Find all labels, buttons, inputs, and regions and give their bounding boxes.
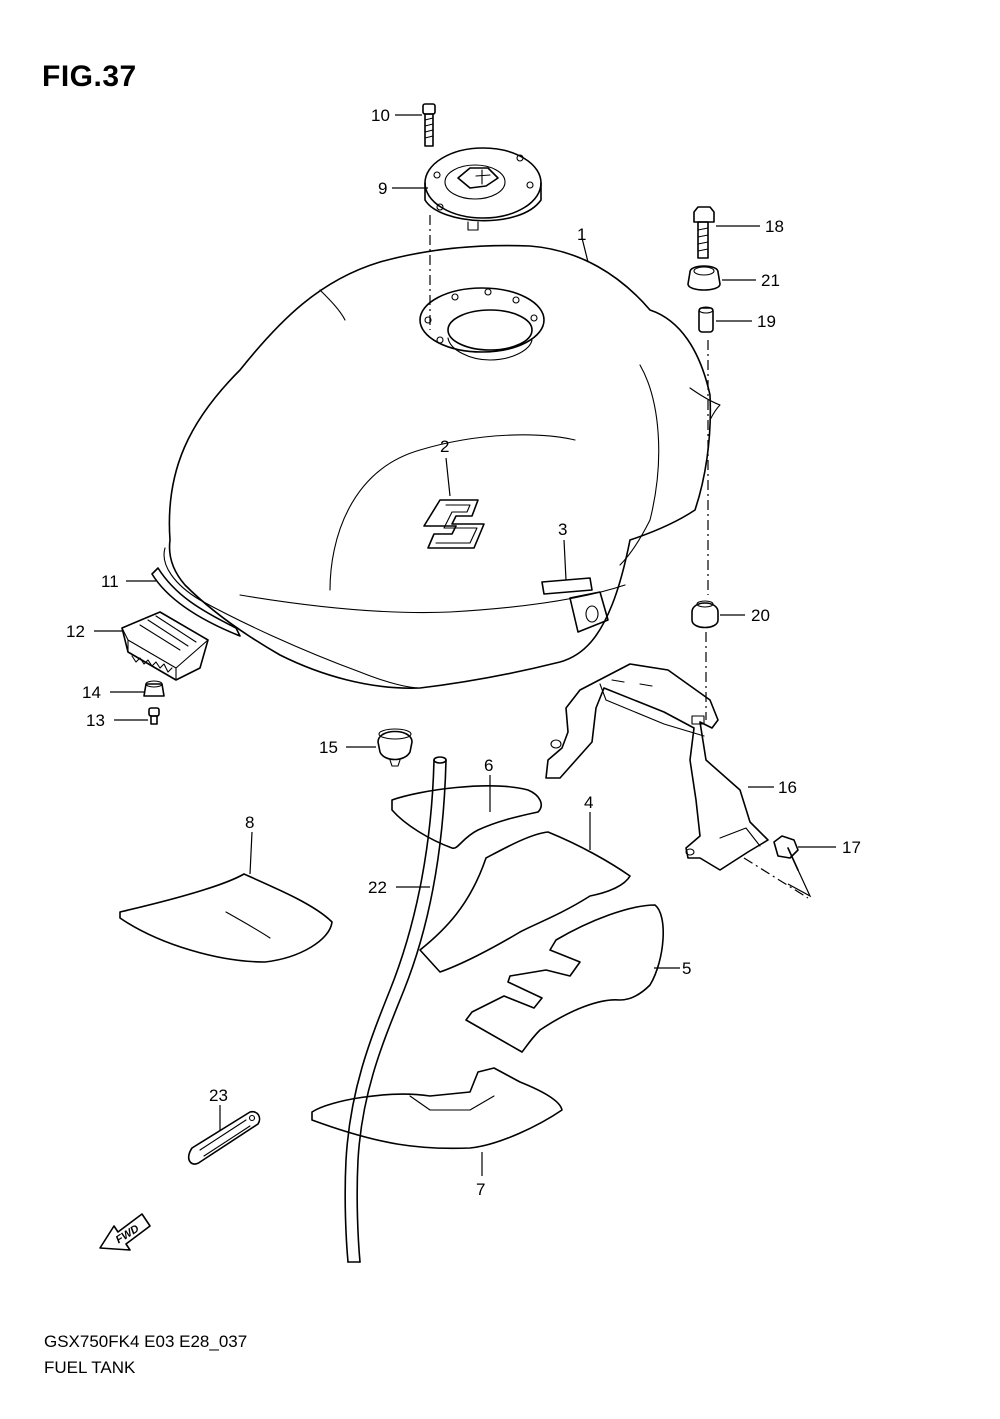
part-14-washer-nut[interactable] <box>143 680 165 697</box>
diagram-name: FUEL TANK <box>44 1358 136 1377</box>
part-6-pad[interactable] <box>391 785 542 849</box>
part-label-13: 13 <box>86 711 105 730</box>
part-21-cushion[interactable] <box>687 265 721 291</box>
part-8-pad[interactable] <box>119 873 333 963</box>
part-label-21: 21 <box>761 271 780 290</box>
part-label-9: 9 <box>378 179 387 198</box>
part-9-fuel-cap[interactable] <box>424 147 542 231</box>
part-label-16: 16 <box>778 778 797 797</box>
part-11-seal-strip[interactable] <box>151 567 241 637</box>
part-label-22: 22 <box>368 878 387 897</box>
part-label-15: 15 <box>319 738 338 757</box>
part-12-cushion[interactable] <box>121 611 209 681</box>
part-15-cushion[interactable] <box>377 728 413 767</box>
part-label-5: 5 <box>682 959 691 978</box>
part-label-20: 20 <box>751 606 770 625</box>
part-label-11: 11 <box>101 572 119 591</box>
part-5-pad[interactable] <box>465 904 664 1053</box>
part-label-3: 3 <box>558 520 567 539</box>
part-1-fuel-tank[interactable] <box>163 244 721 689</box>
part-20-cushion[interactable] <box>691 600 719 629</box>
part-19-collar[interactable] <box>698 306 714 333</box>
part-4-pad[interactable] <box>419 831 631 973</box>
part-label-8: 8 <box>245 813 254 832</box>
part-label-14: 14 <box>82 683 101 702</box>
part-number-labels: 1 2 3 4 5 6 7 8 9 10 11 12 13 14 15 16 1… <box>66 106 861 1199</box>
part-label-7: 7 <box>476 1180 485 1199</box>
part-10-bolt[interactable] <box>422 103 436 147</box>
tank-rear-mount <box>569 591 609 633</box>
part-label-4: 4 <box>584 793 593 812</box>
part-23-clamp[interactable] <box>187 1110 261 1165</box>
figure-title: FIG.37 <box>42 60 137 93</box>
part-13-screw[interactable] <box>148 707 160 725</box>
part-18-bolt[interactable] <box>693 206 715 259</box>
assembly-centerlines <box>429 215 812 899</box>
part-label-1: 1 <box>577 225 586 244</box>
part-label-17: 17 <box>842 838 861 857</box>
part-label-10: 10 <box>371 106 390 125</box>
part-2-emblem[interactable] <box>423 499 485 549</box>
leader-lines <box>94 114 836 1176</box>
part-label-19: 19 <box>757 312 776 331</box>
part-17-bolt[interactable] <box>773 835 799 871</box>
part-22-hose[interactable] <box>344 756 447 1263</box>
part-16-bracket[interactable] <box>545 663 769 871</box>
part-label-2: 2 <box>440 437 449 456</box>
model-code: GSX750FK4 E03 E28_037 <box>44 1332 248 1351</box>
part-label-18: 18 <box>765 217 784 236</box>
part-label-12: 12 <box>66 622 85 641</box>
fwd-arrow-icon: FWD <box>99 1213 151 1251</box>
part-label-23: 23 <box>209 1086 228 1105</box>
part-label-6: 6 <box>484 756 493 775</box>
part-7-pad[interactable] <box>311 1067 563 1150</box>
part-3-label[interactable] <box>541 577 593 595</box>
